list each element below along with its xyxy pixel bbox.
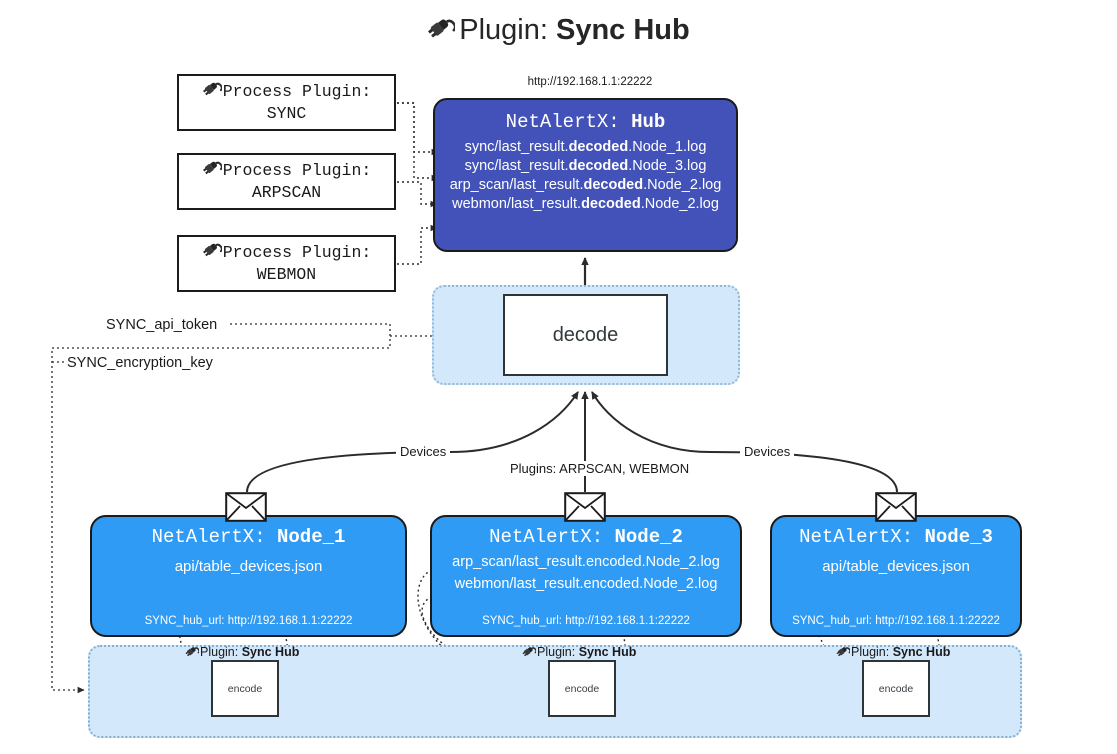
process-plugin-label: Process Plugin: [222,161,372,180]
encode-caption-name: Sync Hub [578,645,637,659]
envelope-icon [564,492,606,522]
node-box-node-3[interactable]: NetAlertX: Node_3 api/table_devices.json… [770,515,1022,637]
process-plugin-name: SYNC [266,103,307,123]
sync-encryption-key-label: SYNC_encryption_key [64,355,216,371]
process-plugin-webmon[interactable]: Process Plugin: WEBMON [177,235,396,292]
plug-icon [522,646,537,662]
envelope-icon [225,492,267,522]
plug-icon [185,646,200,662]
hub-title: NetAlertX: Hub [505,111,666,133]
edge-label-devices-left: Devices [396,444,451,459]
process-plugin-arpscan[interactable]: Process Plugin: ARPSCAN [177,153,396,210]
edge-label-plugins: Plugins: ARPSCAN, WEBMON [506,461,694,476]
plug-icon [202,242,223,266]
hub-log-line: webmon/last_result.decoded.Node_2.log [452,196,719,212]
page-title: Plugin: Sync Hub [0,14,1117,51]
encode-caption-prefix: Plugin: [851,645,893,659]
node-box-node-1[interactable]: NetAlertX: Node_1 api/table_devices.json… [90,515,407,637]
process-plugin-name: ARPSCAN [251,182,322,202]
node-hub-url: SYNC_hub_url: http://192.168.1.1:22222 [792,615,1000,627]
hub-url-label: http://192.168.1.1:22222 [527,76,653,88]
encode-box[interactable]: encode [862,660,930,717]
encode-caption: Plugin: Sync Hub [522,645,636,662]
encode-caption-prefix: Plugin: [200,645,242,659]
plug-icon [202,160,223,184]
plug-icon [202,81,223,105]
node-line: arp_scan/last_result.encoded.Node_2.log [452,554,720,570]
plug-icon [836,646,851,662]
hub-log-line: sync/last_result.decoded.Node_1.log [464,139,707,155]
node-title: NetAlertX: Node_1 [151,526,346,548]
node-title: NetAlertX: Node_2 [489,526,683,548]
encode-caption: Plugin: Sync Hub [836,645,950,662]
hub-log-line: sync/last_result.decoded.Node_3.log [464,158,707,174]
encode-caption-name: Sync Hub [241,645,300,659]
node-line: api/table_devices.json [822,558,970,575]
node-line: api/table_devices.json [174,558,323,575]
process-plugin-label: Process Plugin: [222,243,372,262]
process-plugin-label: Process Plugin: [222,82,372,101]
sync-api-token-label: SYNC_api_token [103,317,221,333]
edge-label-devices-right: Devices [740,444,795,459]
encode-caption-name: Sync Hub [892,645,951,659]
encode-caption: Plugin: Sync Hub [185,645,299,662]
encode-box[interactable]: encode [211,660,279,717]
node-box-node-2[interactable]: NetAlertX: Node_2 arp_scan/last_result.e… [430,515,742,637]
process-plugin-name: WEBMON [256,264,317,284]
node-line: webmon/last_result.encoded.Node_2.log [454,576,718,592]
envelope-icon [875,492,917,522]
plug-icon [427,17,457,51]
hub-node[interactable]: NetAlertX: Hub sync/last_result.decoded.… [433,98,738,252]
title-prefix: Plugin: [459,14,556,46]
node-hub-url: SYNC_hub_url: http://192.168.1.1:22222 [144,615,353,627]
hub-log-line: arp_scan/last_result.decoded.Node_2.log [449,177,722,193]
title-name: Sync Hub [555,14,690,46]
node-title: NetAlertX: Node_3 [799,526,993,548]
process-plugin-sync[interactable]: Process Plugin: SYNC [177,74,396,131]
node-hub-url: SYNC_hub_url: http://192.168.1.1:22222 [482,615,690,627]
encode-box[interactable]: encode [548,660,616,717]
decode-box[interactable]: decode [503,294,668,376]
encode-caption-prefix: Plugin: [537,645,579,659]
